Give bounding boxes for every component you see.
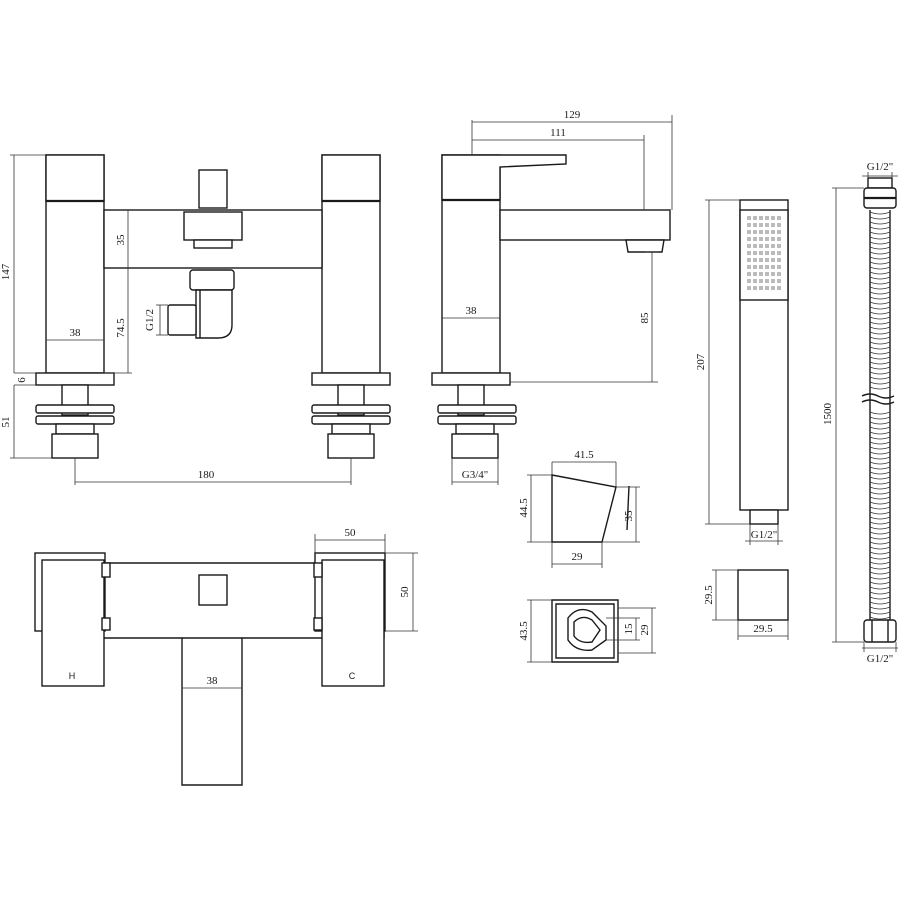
svg-text:29: 29 bbox=[572, 551, 584, 563]
svg-text:29: 29 bbox=[639, 624, 651, 636]
dim-38-side: 38 bbox=[442, 305, 500, 319]
hose-top-nut bbox=[867, 177, 893, 189]
bracket-side-view: 41.5 44.5 35 29 bbox=[518, 449, 640, 568]
dim-15: 15 bbox=[606, 617, 640, 641]
svg-text:35: 35 bbox=[115, 234, 127, 246]
cold-label: C bbox=[349, 671, 356, 681]
svg-text:G1/2": G1/2" bbox=[867, 161, 894, 173]
spout-outlet bbox=[183, 211, 243, 241]
svg-text:G1/2: G1/2 bbox=[144, 309, 156, 331]
hose-bottom-nut bbox=[863, 619, 897, 643]
svg-text:207: 207 bbox=[695, 353, 707, 370]
svg-text:85: 85 bbox=[639, 312, 651, 324]
dim-6: 6 bbox=[14, 372, 36, 386]
svg-text:147: 147 bbox=[0, 263, 12, 280]
side-spout bbox=[499, 209, 671, 241]
left-handle bbox=[45, 154, 105, 202]
wall-block-body bbox=[737, 569, 789, 621]
svg-text:G1/2": G1/2" bbox=[751, 529, 778, 541]
dim-50-horizontal: 50 bbox=[314, 527, 386, 553]
dim-85: 85 bbox=[510, 251, 658, 383]
right-tail bbox=[311, 372, 391, 459]
dim-38-spout: 38 bbox=[182, 675, 242, 689]
dim-35: 35 bbox=[115, 210, 129, 268]
svg-text:74.5: 74.5 bbox=[115, 318, 127, 338]
svg-text:6: 6 bbox=[16, 377, 28, 383]
svg-text:G1/2": G1/2" bbox=[867, 653, 894, 665]
dim-111: 111 bbox=[472, 127, 645, 210]
diverter-knob bbox=[198, 169, 228, 209]
bracket-side-shape bbox=[551, 474, 617, 543]
hot-label: H bbox=[69, 671, 76, 681]
svg-text:44.5: 44.5 bbox=[518, 498, 530, 518]
dim-147: 147 bbox=[0, 154, 46, 373]
spout-aerator bbox=[193, 239, 233, 249]
dim-g1-2-bottom: G1/2" bbox=[862, 642, 898, 665]
dim-207: 207 bbox=[695, 199, 750, 525]
svg-text:35: 35 bbox=[623, 510, 635, 522]
svg-text:129: 129 bbox=[564, 109, 581, 121]
svg-text:15: 15 bbox=[623, 623, 635, 635]
dim-g1-2-handset: G1/2" bbox=[745, 524, 783, 545]
dim-41-5: 41.5 bbox=[551, 449, 617, 487]
dim-29-front: 29 bbox=[618, 607, 656, 654]
left-tail bbox=[35, 372, 115, 459]
svg-text:41.5: 41.5 bbox=[574, 449, 594, 461]
svg-text:1500: 1500 bbox=[822, 403, 834, 426]
dim-129: 129 bbox=[471, 109, 673, 210]
dim-g1-2-top: G1/2" bbox=[862, 161, 898, 178]
cold-handle: C bbox=[313, 552, 386, 687]
bracket-front-view: 43.5 15 29 bbox=[518, 599, 656, 663]
shower-hose: G1/2" 1500 G1/2" bbox=[822, 161, 898, 665]
dim-44-5: 44.5 bbox=[518, 474, 552, 543]
hot-handle: H bbox=[34, 552, 111, 687]
svg-text:50: 50 bbox=[345, 527, 357, 539]
dim-50-vertical: 50 bbox=[385, 552, 418, 632]
shower-handset: 207 G1/2" bbox=[695, 199, 789, 545]
dim-180: 180 bbox=[74, 458, 352, 485]
right-handle bbox=[321, 154, 381, 202]
svg-text:38: 38 bbox=[466, 305, 478, 317]
spray-face-icon bbox=[747, 216, 781, 290]
svg-text:50: 50 bbox=[399, 586, 411, 598]
side-spout-tip bbox=[625, 239, 665, 253]
wall-outlet-block: 29.5 29.5 bbox=[703, 569, 789, 640]
dim-g1-2-outlet: G1/2 bbox=[144, 304, 168, 336]
dim-g3-4: G3/4" bbox=[451, 458, 499, 485]
svg-text:38: 38 bbox=[207, 675, 219, 687]
svg-text:51: 51 bbox=[0, 417, 12, 428]
handset-connector bbox=[749, 509, 779, 525]
svg-text:29.5: 29.5 bbox=[703, 585, 715, 605]
dim-74-5: 74.5 bbox=[104, 268, 132, 374]
dim-29-bracket: 29 bbox=[551, 542, 603, 568]
dim-38-handle: 38 bbox=[46, 327, 104, 341]
dim-51: 51 bbox=[0, 385, 52, 459]
dim-29-5-horizontal: 29.5 bbox=[737, 620, 789, 640]
dim-29-5-vertical: 29.5 bbox=[703, 569, 738, 621]
spout-side-view: 129 111 38 85 G3/4" bbox=[431, 109, 673, 485]
dim-1500: 1500 bbox=[822, 187, 864, 643]
bath-filler-front-view: 147 6 51 35 74.5 38 bbox=[0, 154, 391, 485]
dim-43-5: 43.5 bbox=[518, 599, 552, 663]
svg-text:111: 111 bbox=[550, 127, 566, 139]
dim-35-bracket: 35 bbox=[602, 486, 640, 543]
hose-coil-pattern bbox=[869, 211, 891, 620]
svg-text:29.5: 29.5 bbox=[753, 623, 773, 635]
plan-view: H C 50 50 38 bbox=[34, 527, 418, 786]
svg-text:38: 38 bbox=[70, 327, 82, 339]
svg-text:G3/4": G3/4" bbox=[462, 469, 489, 481]
side-lever bbox=[441, 154, 567, 201]
plan-diverter bbox=[198, 574, 228, 606]
shower-outlet-elbow bbox=[167, 269, 235, 339]
svg-text:180: 180 bbox=[198, 469, 215, 481]
svg-text:43.5: 43.5 bbox=[518, 621, 530, 641]
